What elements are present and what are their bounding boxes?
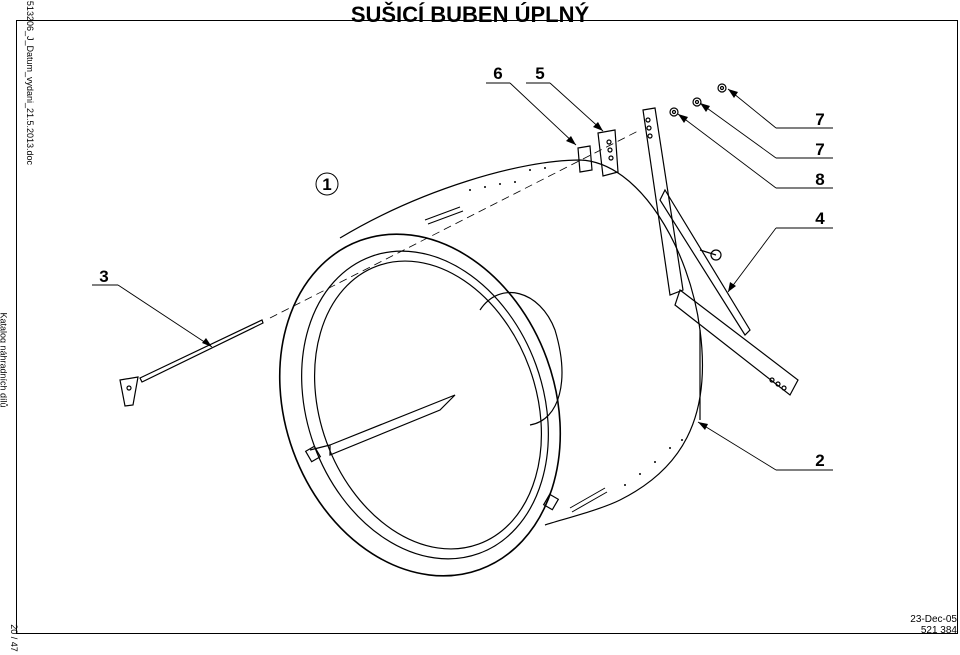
- support-arm-vertical: [642, 107, 684, 296]
- callout-7-upper: 7: [815, 110, 824, 129]
- inner-vane: [329, 394, 456, 456]
- rod-bracket: [119, 376, 139, 407]
- page-title: SUŠICÍ BUBEN ÚPLNÝ: [350, 2, 590, 27]
- callout-1-circle: [315, 172, 339, 196]
- callout-6: 6: [493, 64, 502, 83]
- front-ring-inner: [301, 250, 549, 560]
- callout-8: 8: [815, 170, 824, 189]
- support-arm-lower: [674, 289, 799, 396]
- callout-3: 3: [99, 267, 108, 286]
- footer-code: 521 384: [920, 625, 957, 636]
- plate-part-5: [597, 129, 619, 177]
- front-ring-lip: [313, 260, 543, 550]
- footer-date: 23-Dec-05: [910, 614, 957, 625]
- footer-box: 23-Dec-05 521 384: [904, 614, 957, 636]
- callout-7-lower: 7: [815, 140, 824, 159]
- rod-part-3: [139, 319, 264, 383]
- drum-back-wall: [479, 292, 563, 426]
- nut-part-7-lower: [692, 97, 702, 107]
- drum-shell: [339, 159, 704, 526]
- callout-1: 1: [322, 175, 331, 194]
- front-ring-outer: [278, 233, 562, 577]
- nut-part-7-upper: [717, 83, 727, 93]
- callout-5: 5: [535, 64, 544, 83]
- support-arm-diagonal: [659, 188, 751, 336]
- callout-2: 2: [815, 451, 824, 470]
- bracket-part-6: [577, 145, 593, 173]
- washer-part-8: [669, 107, 679, 117]
- drawing-frame: [16, 20, 958, 634]
- callout-4: 4: [815, 209, 825, 228]
